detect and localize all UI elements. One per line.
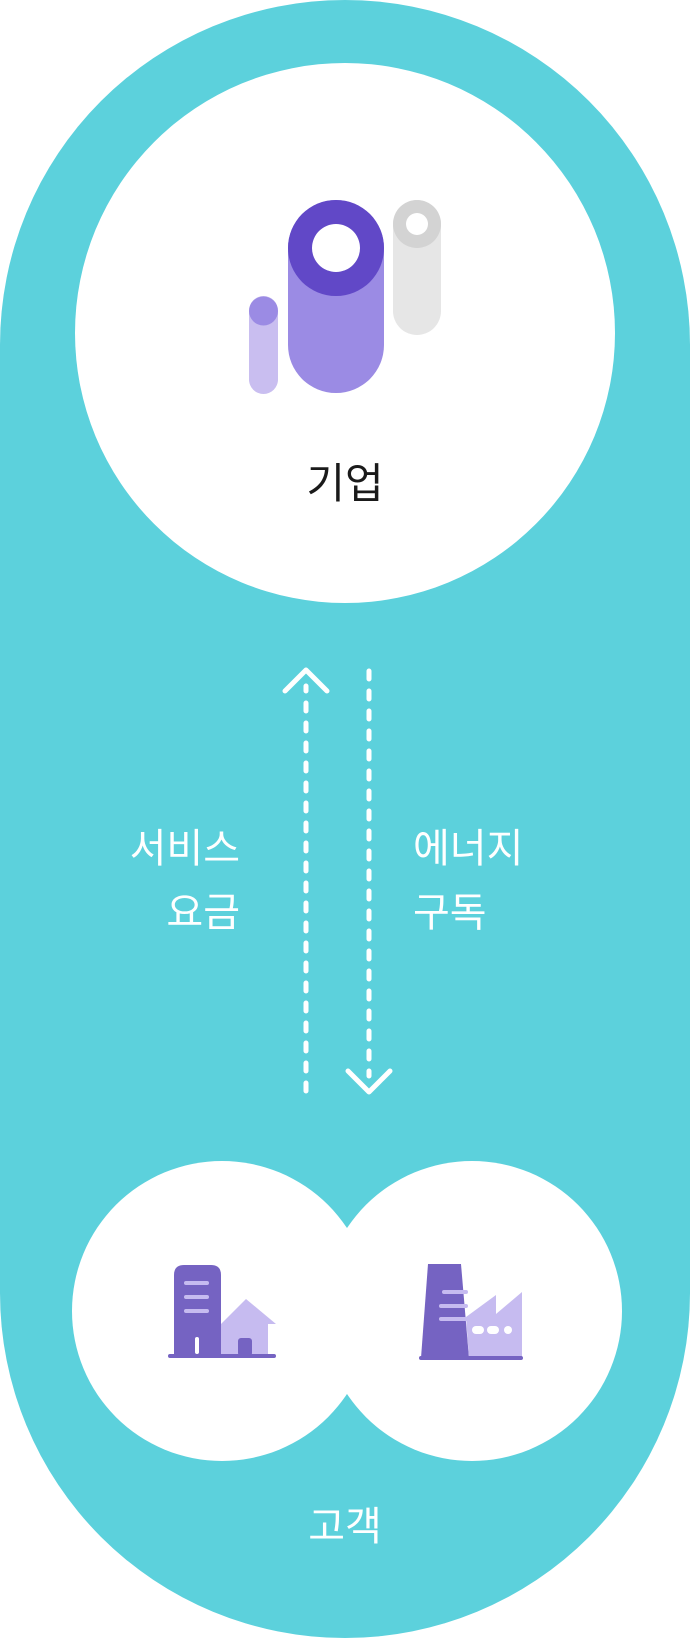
downward-arrow: [345, 668, 393, 1095]
customer-circle-right: [322, 1161, 622, 1461]
upward-arrow: [282, 667, 330, 1094]
company-cylinders-icon: [249, 200, 441, 394]
energy-subscription-label: 에너지 구독: [413, 826, 523, 936]
customer-circle-left: [72, 1161, 372, 1461]
company-node: 기업: [75, 63, 615, 603]
company-label: 기업: [306, 459, 383, 508]
service-fee-line2: 요금: [166, 890, 240, 936]
customer-node: 고객: [72, 1161, 622, 1550]
service-fee-line1: 서비스: [130, 826, 240, 872]
energy-subscription-line2: 구독: [413, 890, 487, 936]
service-fee-label: 서비스 요금: [130, 826, 240, 936]
customer-label: 고객: [308, 1504, 382, 1550]
flow-arrows: [282, 667, 393, 1095]
energy-subscription-line1: 에너지: [413, 826, 523, 872]
factory-icon: [419, 1264, 523, 1360]
residential-building-icon: [168, 1265, 276, 1358]
